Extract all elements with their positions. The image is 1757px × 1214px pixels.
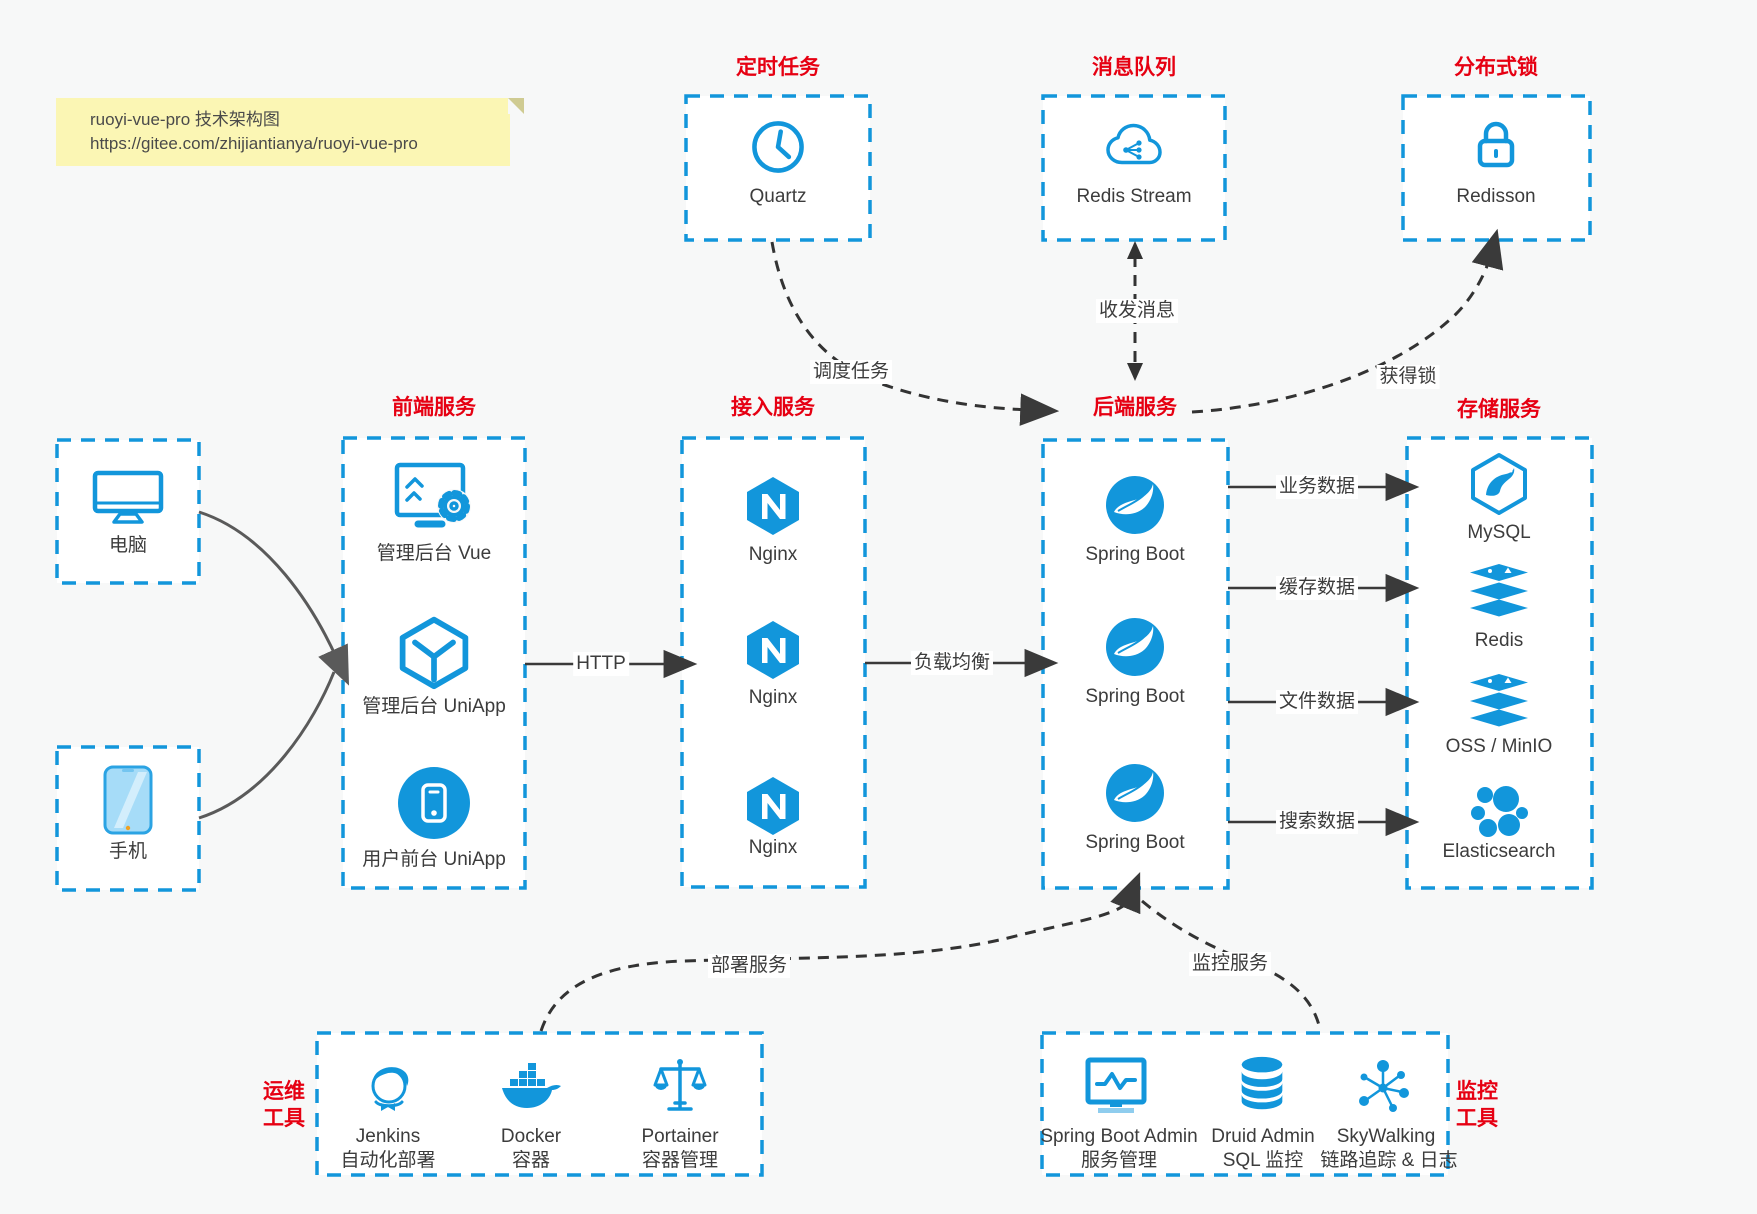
sba-label: Spring Boot Admin	[1040, 1126, 1198, 1147]
admin-vue-label: 管理后台 Vue	[376, 543, 492, 564]
group-title-lock: 分布式锁	[1454, 56, 1538, 79]
nginx-label-3: Nginx	[748, 837, 798, 858]
acquire-lock-arrow	[1191, 228, 1504, 414]
cache-data-edge-label: 缓存数据	[1275, 576, 1359, 600]
admin-uniapp-label: 管理后台 UniApp	[362, 696, 506, 717]
admin-vue-icon	[394, 462, 471, 528]
docker-desc: 容器	[511, 1150, 551, 1171]
nginx-icon-1	[747, 477, 799, 535]
docker-label: Docker	[500, 1126, 562, 1147]
mysql-label: MySQL	[1467, 522, 1531, 543]
spring-boot-label-2: Spring Boot	[1085, 686, 1185, 707]
load-balance-edge-label: 负载均衡	[910, 651, 994, 675]
scheduled-box	[684, 94, 872, 242]
redis-stream-cloud-icon	[1106, 123, 1162, 165]
acquire-lock-edge-label: 获得锁	[1376, 365, 1440, 389]
docker-icon	[502, 1063, 561, 1108]
pc-label: 电脑	[108, 535, 148, 556]
message-arrowheads	[1127, 241, 1143, 381]
schedule-task-arrow	[770, 241, 1060, 426]
druid-database-icon	[1241, 1056, 1283, 1110]
redisson-label: Redisson	[1456, 186, 1536, 207]
phone-to-frontend-arrow	[198, 671, 336, 820]
portainer-label: Portainer	[641, 1126, 719, 1147]
group-title-gateway: 接入服务	[731, 396, 815, 419]
file-data-edge-label: 文件数据	[1275, 690, 1359, 714]
sba-desc: 服务管理	[1080, 1150, 1158, 1171]
elasticsearch-label: Elasticsearch	[1442, 841, 1556, 862]
group-title-monitoring: 监控 工具	[1456, 1080, 1498, 1130]
nginx-label-1: Nginx	[748, 544, 798, 565]
mysql-icon	[1471, 453, 1527, 515]
deploy-service-edge-label: 部署服务	[707, 954, 791, 978]
message-edge-label: 收发消息	[1095, 299, 1179, 323]
pc-monitor-icon	[92, 470, 164, 524]
jenkins-icon	[371, 1067, 409, 1111]
portainer-scales-icon	[653, 1059, 707, 1111]
skywalking-desc: 链路追踪 & 日志	[1320, 1150, 1458, 1171]
druid-desc: SQL 监控	[1222, 1150, 1304, 1171]
spring-boot-label-3: Spring Boot	[1085, 832, 1185, 853]
redis-stream-label: Redis Stream	[1076, 186, 1192, 207]
nginx-icon-2	[747, 621, 799, 679]
phone-icon	[103, 765, 153, 835]
redis-label: Redis	[1474, 630, 1524, 651]
user-uniapp-phone-icon	[398, 767, 470, 839]
skywalking-label: SkyWalking	[1336, 1126, 1436, 1147]
message-arrowhead-up	[1127, 241, 1143, 259]
user-uniapp-label: 用户前台 UniApp	[362, 849, 506, 870]
group-title-backend: 后端服务	[1093, 396, 1177, 419]
redisson-lock-icon	[1477, 121, 1515, 168]
group-title-ops: 运维 工具	[263, 1080, 305, 1130]
mq-box	[1041, 94, 1227, 242]
group-title-frontend: 前端服务	[392, 396, 476, 419]
search-data-edge-label: 搜索数据	[1275, 810, 1359, 834]
admin-uniapp-cube-icon	[399, 616, 469, 690]
message-arrowhead-down	[1127, 363, 1143, 381]
oss-minio-icon	[1470, 674, 1528, 727]
lock-box	[1401, 94, 1592, 242]
elasticsearch-icon	[1471, 786, 1528, 837]
spring-boot-icon-1	[1106, 476, 1164, 534]
spring-boot-icon-3	[1106, 764, 1164, 822]
business-data-edge-label: 业务数据	[1275, 475, 1359, 499]
phone-label: 手机	[108, 841, 148, 862]
quartz-clock-icon	[752, 121, 804, 173]
monitor-service-curve	[1141, 899, 1322, 1030]
dashed-group-boxes	[55, 94, 1594, 1177]
spring-boot-admin-icon	[1085, 1057, 1147, 1113]
skywalking-icon	[1359, 1060, 1409, 1112]
note-url: https://gitee.com/zhijiantianya/ruoyi-vu…	[90, 134, 418, 153]
note-title: ruoyi-vue-pro 技术架构图	[90, 110, 280, 129]
quartz-label: Quartz	[749, 186, 807, 207]
schedule-task-edge-label: 调度任务	[809, 360, 893, 384]
druid-label: Druid Admin	[1211, 1126, 1315, 1147]
redis-icon	[1470, 564, 1528, 617]
group-title-mq: 消息队列	[1092, 56, 1176, 79]
dashed-arrows	[539, 228, 1504, 1032]
client-arrows	[198, 510, 350, 820]
pc-to-frontend-arrow	[198, 510, 350, 686]
portainer-desc: 容器管理	[641, 1150, 719, 1171]
jenkins-desc: 自动化部署	[340, 1150, 436, 1171]
nginx-label-2: Nginx	[748, 687, 798, 708]
spring-boot-label-1: Spring Boot	[1085, 544, 1185, 565]
jenkins-label: Jenkins	[355, 1126, 421, 1147]
sticky-note: ruoyi-vue-pro 技术架构图 https://gitee.com/zh…	[56, 98, 510, 166]
spring-boot-icon-2	[1106, 618, 1164, 676]
monitor-service-edge-label: 监控服务	[1188, 952, 1272, 976]
oss-minio-label: OSS / MinIO	[1445, 736, 1553, 757]
deploy-service-arrow	[539, 871, 1141, 1032]
group-title-scheduled: 定时任务	[736, 56, 820, 79]
group-title-storage: 存储服务	[1457, 398, 1541, 421]
http-edge-label: HTTP	[573, 652, 629, 676]
nginx-icon-3	[747, 777, 799, 835]
